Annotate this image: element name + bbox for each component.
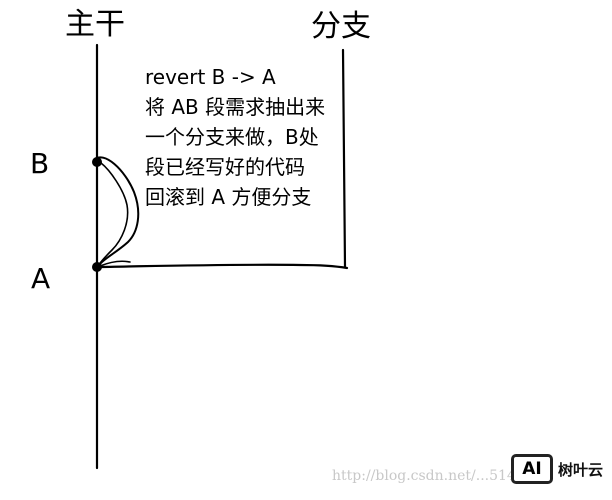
watermark-url: http://blog.csdn.net/...514856: [332, 468, 543, 484]
point-b-label: B: [30, 147, 50, 180]
point-a-label: A: [31, 262, 51, 295]
revert-loop-tail: [99, 260, 131, 267]
commit-dot-a: [92, 262, 102, 272]
trunk-label: 主干: [65, 7, 125, 42]
logo-mark-icon: AI: [511, 454, 553, 484]
note-line: 一个分支来做，B处: [145, 125, 319, 149]
annotation-notes: revert B -> A 将 AB 段需求抽出来 一个分支来做，B处 段已经写…: [145, 62, 325, 212]
commit-dot-b: [92, 157, 102, 167]
note-line: 将 AB 段需求抽出来: [145, 95, 326, 119]
revert-loop-curve-inner: [97, 162, 129, 267]
branch-label: 分支: [311, 9, 371, 44]
site-logo: AI 树叶云: [511, 452, 608, 486]
note-line: 回滚到 A 方便分支: [145, 185, 312, 209]
branch-line: [341, 48, 347, 269]
logo-text: 树叶云: [558, 460, 604, 479]
note-line: 段已经写好的代码: [145, 155, 305, 179]
branch-connector-line: [95, 263, 349, 270]
note-line: revert B -> A: [145, 65, 276, 89]
revert-loop-curve: [93, 156, 140, 265]
